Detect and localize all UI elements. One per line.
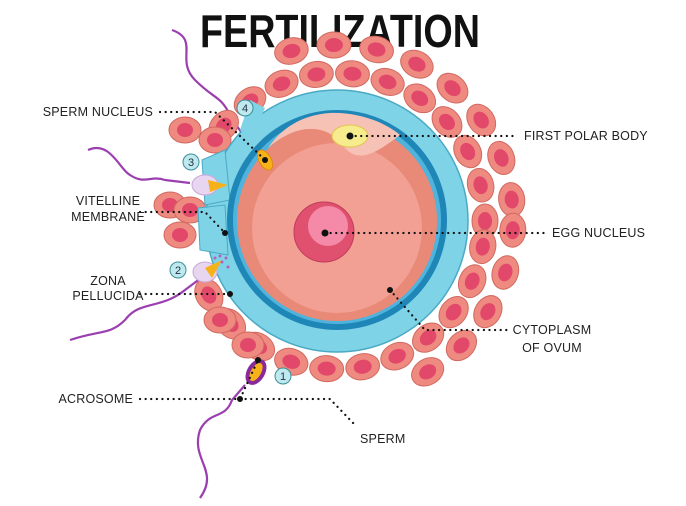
follicle-cell-nucleus [411,90,429,106]
follicle-cell-nucleus [464,272,480,290]
follicle-cell-nucleus [272,76,291,92]
step-4: 4 [242,103,248,115]
step-3: 3 [188,157,194,169]
follicle-cell-nucleus [504,190,519,209]
follicle-cell-nucleus [388,348,406,364]
follicle-cell-nucleus [408,56,426,72]
follicle-cell-nucleus [172,228,188,242]
follicle-cell-nucleus [498,263,513,282]
follicle-cell-nucleus [207,133,223,147]
label-first-polar-body: FIRST POLAR BODY [524,129,648,143]
sperm-2-tail [69,274,206,342]
follicle-cell-nucleus [353,359,372,374]
leader-lines [138,110,547,427]
follicle-cell-nucleus [445,303,462,321]
zona-pellucida [197,89,469,353]
follicle-cell-nucleus [317,361,336,376]
label-zona-2: PELLUCIDA [72,289,144,303]
follicle-cell-nucleus [367,42,386,57]
step-2: 2 [175,265,181,277]
follicle-cell-nucleus [480,303,496,321]
follicle-cell-nucleus [444,80,461,97]
sperm-4-tail [171,28,251,146]
label-cytoplasm-1: CYTOPLASM [513,323,592,337]
follicle-cell-nucleus [307,67,326,82]
sperm-tails [69,28,251,499]
follicle-cell-nucleus [453,337,470,354]
follicle-cell-nucleus [201,286,217,304]
label-sperm-nucleus: SPERM NUCLEUS [43,105,153,119]
follicle-cell-nucleus [212,313,228,327]
label-acrosome: ACROSOME [58,392,133,406]
label-vitelline-1: VITELLINE [76,194,140,208]
follicle-cell-nucleus [505,221,520,240]
follicle-cell-nucleus [478,212,492,230]
labels: SPERM NUCLEUS VITELLINE MEMBRANE ZONA PE… [43,105,648,446]
follicle-cell-nucleus [282,354,301,369]
follicle-cell-nucleus [419,329,437,346]
follicle-cell-nucleus [473,176,488,195]
label-egg-nucleus: EGG NUCLEUS [552,226,645,240]
follicle-cells [153,31,527,387]
step-1: 1 [280,371,286,383]
follicle-cell-nucleus [475,237,490,256]
follicle-cell-nucleus [494,149,509,167]
follicle-cell-nucleus [460,142,476,161]
follicle-cell-nucleus [419,364,437,380]
label-vitelline-2: MEMBRANE [71,210,145,224]
sperm-1-tail [196,384,246,499]
follicle-cell-nucleus [473,111,489,129]
label-cytoplasm-2: OF OVUM [522,341,582,355]
follicle-cell-nucleus [240,338,256,352]
follicle-cell-nucleus [378,74,397,90]
label-sperm: SPERM [360,432,405,446]
follicle-cell-nucleus [439,113,455,131]
sperm-3-tail [87,146,191,185]
label-zona-1: ZONA [90,274,126,288]
follicle-cell-nucleus [324,38,343,53]
follicle-cell-nucleus [282,43,301,59]
follicle-cell-nucleus [182,203,198,217]
step-markers: 1 2 3 4 [169,99,292,385]
follicle-cell-nucleus [343,66,362,81]
sperm-heads [191,174,267,385]
follicle-cell-nucleus [177,123,193,137]
